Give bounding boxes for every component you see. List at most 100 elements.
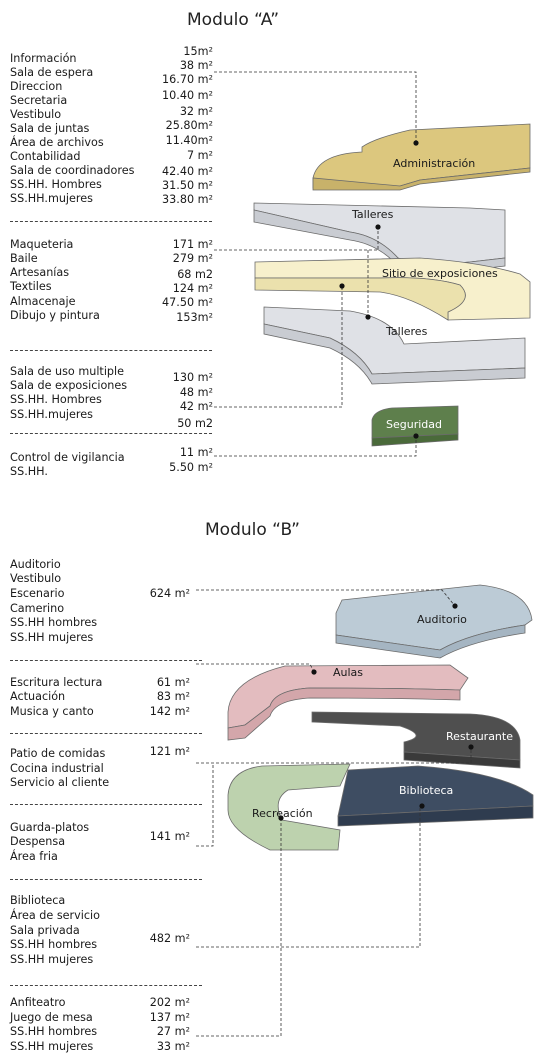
- space-name: SS.HH hombres: [10, 616, 98, 629]
- space-area: 5.50 m²: [169, 461, 213, 474]
- space-name: Baile: [10, 252, 38, 265]
- space-name: Vestibulo: [10, 108, 62, 121]
- biblioteca-label: Biblioteca: [399, 784, 454, 797]
- aulas-label: Aulas: [333, 666, 364, 679]
- space-name: Dibujo y pintura: [10, 309, 100, 322]
- space-name: Servicio al cliente: [10, 776, 110, 789]
- space-area: 42 m²: [179, 400, 213, 413]
- space-name: Textiles: [10, 280, 52, 293]
- space-name: SS.HH mujeres: [10, 953, 94, 966]
- space-name: Anfiteatro: [10, 996, 66, 1009]
- space-area: 48 m²: [179, 386, 213, 399]
- space-area: 47.50 m²: [162, 296, 213, 309]
- modulo-a-title: Modulo “A”: [187, 10, 280, 30]
- space-name: Vestibulo: [10, 572, 62, 585]
- space-name: Escritura lectura: [10, 676, 103, 689]
- space-name: Juego de mesa: [10, 1011, 93, 1024]
- space-name: Escenario: [10, 587, 65, 600]
- space-area: 11.40m²: [165, 134, 213, 147]
- restaurante-block: [311, 711, 521, 769]
- seguridad-block: [371, 405, 459, 447]
- space-area: 25.80m²: [165, 119, 213, 132]
- group-separator: [10, 879, 202, 880]
- leader-dot: [413, 433, 419, 439]
- leader-line: [214, 286, 343, 408]
- space-area: 33.80 m²: [162, 193, 213, 206]
- sitio-exposiciones-label: Sitio de exposiciones: [382, 267, 498, 280]
- space-name: Cocina industrial: [10, 762, 104, 775]
- aulas-block: [227, 664, 469, 741]
- leader-dot: [468, 744, 474, 750]
- space-name: Sala privada: [10, 924, 80, 937]
- group-separator: [10, 660, 202, 661]
- talleres-bottom-block: [263, 306, 526, 385]
- space-area: 124 m²: [172, 282, 213, 295]
- space-area: 153m²: [176, 311, 213, 324]
- leader-line: [196, 747, 472, 764]
- space-name: Sala de espera: [10, 66, 94, 79]
- space-area: 11 m²: [179, 446, 213, 459]
- space-name: SS.HH mujeres: [10, 631, 94, 644]
- administracion-label: Administración: [393, 157, 476, 170]
- space-name: Área de servicio: [10, 909, 100, 922]
- space-name: Secretaria: [10, 94, 68, 107]
- group-separator: [10, 804, 202, 805]
- space-name: Área de archivos: [10, 136, 104, 149]
- space-area: 68 m2: [177, 268, 213, 281]
- modulo-b-title: Modulo “B”: [205, 520, 300, 540]
- space-name: SS.HH mujeres: [10, 1040, 94, 1053]
- space-name: Sala de uso multiple: [10, 365, 125, 378]
- recreacion-block: [227, 763, 351, 851]
- space-area: 7 m²: [186, 149, 213, 162]
- space-name: Biblioteca: [10, 894, 66, 907]
- leader-dot: [413, 140, 419, 146]
- recreacion-label: Recreación: [252, 807, 313, 820]
- space-area: 130 m²: [172, 371, 213, 384]
- leader-line: [214, 436, 417, 457]
- sitio-exposiciones-block: [254, 257, 531, 321]
- space-area: 121 m²: [149, 745, 190, 758]
- leader-line: [196, 818, 282, 1037]
- space-area: 279 m²: [172, 252, 213, 265]
- space-name: Sala de exposiciones: [10, 379, 128, 392]
- space-name: SS.HH hombres: [10, 1025, 98, 1038]
- space-area: 10.40 m²: [162, 89, 213, 102]
- space-area: 15m²: [183, 45, 213, 58]
- space-name: SS.HH.: [10, 465, 48, 478]
- leader-dot: [311, 669, 317, 675]
- space-name: Despensa: [10, 835, 66, 848]
- space-name: Patio de comidas: [10, 747, 106, 760]
- space-area: 42.40 m²: [162, 165, 213, 178]
- space-name: Artesanías: [10, 266, 70, 279]
- talleres-top-label: Talleres: [352, 208, 394, 221]
- space-area: 141 m²: [149, 830, 190, 843]
- space-name: Actuación: [10, 690, 66, 703]
- space-name: Musica y canto: [10, 705, 94, 718]
- leader-dot: [278, 815, 284, 821]
- administracion-block: [312, 123, 531, 191]
- space-area: 33 m²: [156, 1040, 190, 1053]
- space-name: SS.HH.mujeres: [10, 408, 93, 421]
- space-area: 137 m²: [149, 1011, 190, 1024]
- restaurante-label: Restaurante: [446, 730, 513, 743]
- biblioteca-block: [337, 765, 534, 827]
- space-name: Sala de juntas: [10, 122, 90, 135]
- group-separator: [10, 221, 212, 222]
- talleres-top-block: [253, 202, 506, 272]
- space-name: Sala de coordinadores: [10, 164, 135, 177]
- space-name: Auditorio: [10, 558, 61, 571]
- space-area: 624 m²: [149, 587, 190, 600]
- space-name: Camerino: [10, 602, 65, 615]
- space-area: 50 m2: [177, 417, 213, 430]
- leader-line: [196, 589, 456, 607]
- leader-dot: [419, 803, 425, 809]
- leader-dot: [339, 283, 345, 289]
- space-name: Control de vigilancia: [10, 451, 125, 464]
- leader-line: [196, 806, 421, 948]
- group-separator: [10, 733, 202, 734]
- auditorio-label: Auditorio: [417, 613, 467, 626]
- group-separator: [10, 985, 202, 986]
- space-area: 482 m²: [149, 932, 190, 945]
- auditorio-block: [335, 584, 533, 659]
